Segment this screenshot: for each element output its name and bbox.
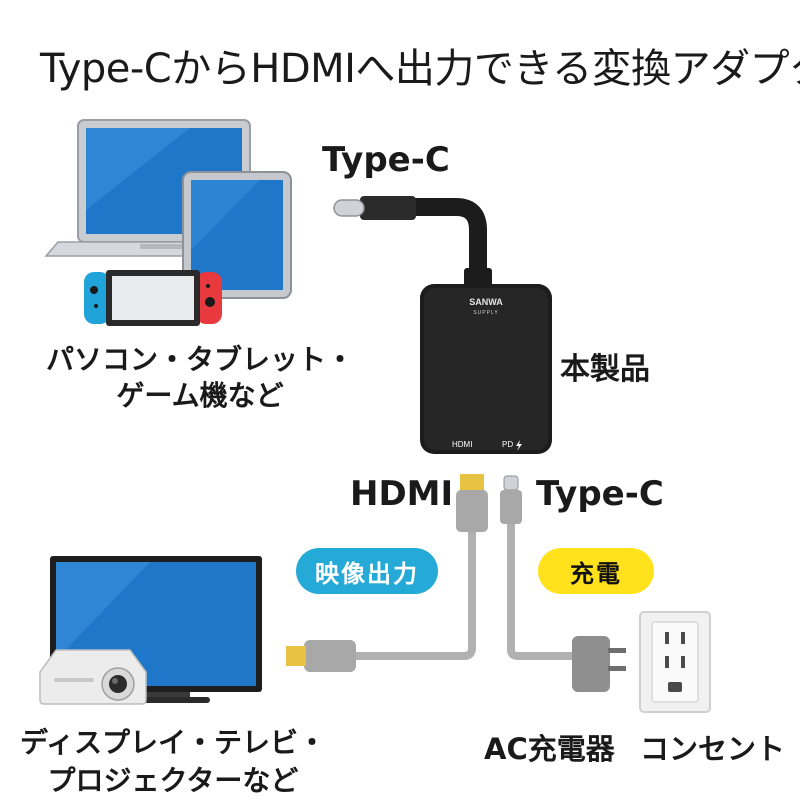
label-display-devices: ディスプレイ・テレビ・ プロジェクターなど xyxy=(18,724,328,800)
tablet-icon xyxy=(182,171,292,299)
port-label-hdmi: HDMI xyxy=(452,440,472,449)
label-source-devices: パソコン・タブレット・ ゲーム機など xyxy=(20,342,380,414)
brand-logo-sub: SUPPLY xyxy=(473,310,498,316)
typec-cable xyxy=(333,196,492,293)
label-source-devices-line1: パソコン・タブレット・ xyxy=(45,343,354,376)
lightning-icon xyxy=(516,440,522,451)
badge-charging: 充電 xyxy=(538,548,654,594)
label-display-devices-line1: ディスプレイ・テレビ・ xyxy=(19,726,327,759)
label-ac-charger: AC充電器 xyxy=(484,732,615,766)
label-hdmi: HDMI xyxy=(350,474,454,514)
game-console-icon xyxy=(84,270,222,326)
badge-video-output: 映像出力 xyxy=(296,548,438,594)
label-display-devices-line2: プロジェクターなど xyxy=(47,764,299,797)
projector-icon xyxy=(39,649,147,705)
label-outlet: コンセント xyxy=(640,732,786,766)
hdmi-cable xyxy=(286,474,488,672)
label-typec-input: Type-C xyxy=(322,140,450,180)
wall-outlet-icon xyxy=(639,611,711,713)
label-source-devices-line2: ゲーム機など xyxy=(116,379,284,412)
charging-cable xyxy=(500,475,580,660)
port-label-pd: PD xyxy=(502,440,513,449)
label-typec-power: Type-C xyxy=(536,474,664,514)
page-title: Type-CからHDMIへ出力できる変換アダプタ xyxy=(40,46,800,92)
adapter-device: SANWA SUPPLY HDMI PD xyxy=(420,284,552,454)
ac-charger-icon xyxy=(572,636,626,692)
brand-logo: SANWA xyxy=(469,297,503,307)
label-product: 本製品 xyxy=(560,352,650,387)
